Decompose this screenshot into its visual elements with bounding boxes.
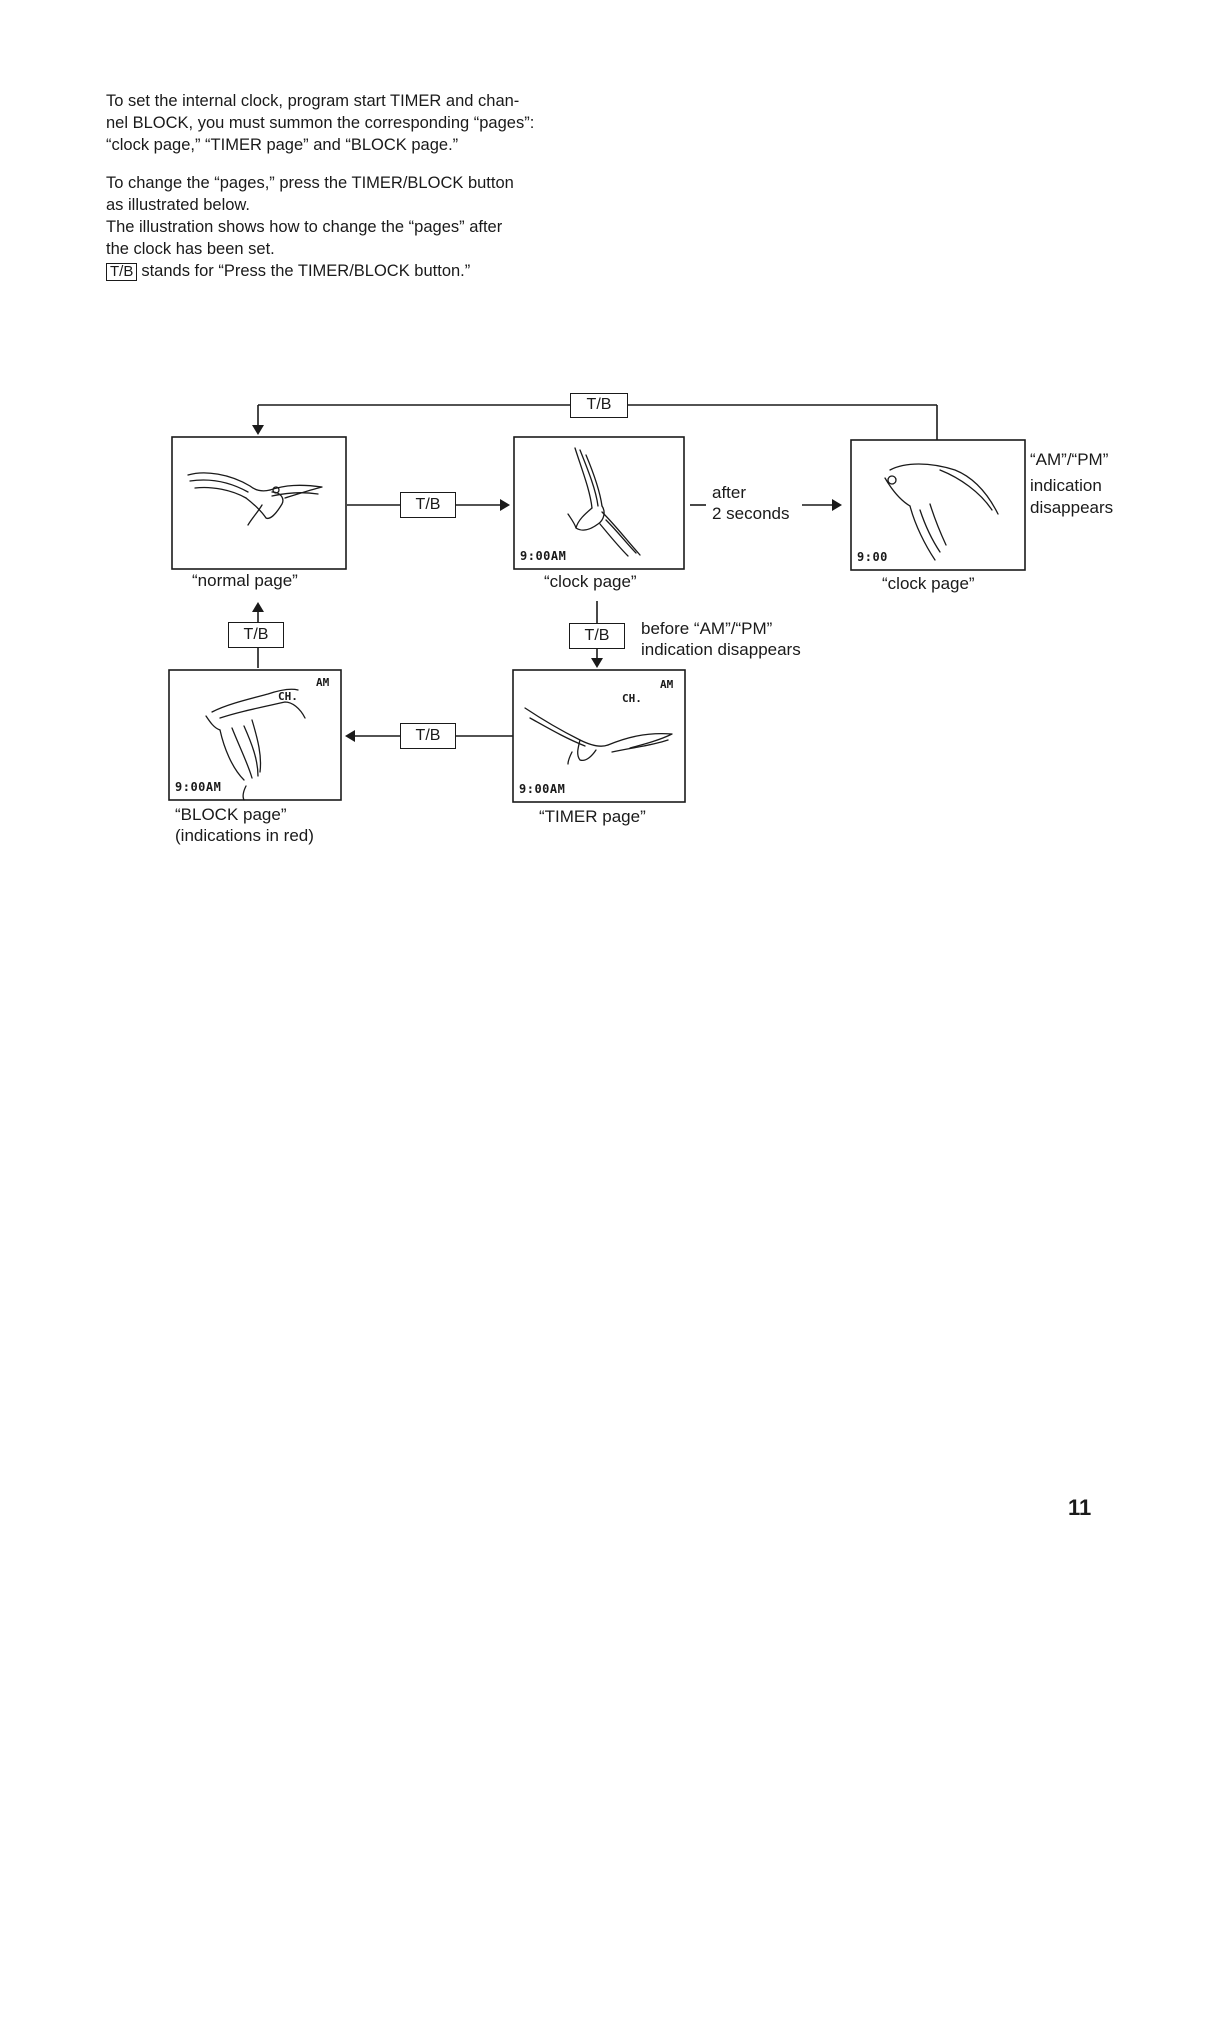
tb-key-clock-to-timer: T/B bbox=[569, 623, 625, 649]
screen-normal-page bbox=[171, 436, 347, 570]
intro-line: “clock page,” “TIMER page” and “BLOCK pa… bbox=[106, 136, 459, 154]
tb-key-legend-icon: T/B bbox=[106, 263, 138, 281]
note-disappears: disappears bbox=[1030, 498, 1114, 517]
tb-key-normal-to-clock: T/B bbox=[400, 492, 456, 518]
bird-illustration-icon bbox=[884, 463, 999, 561]
caption-timer-page: “TIMER page” bbox=[539, 807, 646, 826]
note-two-seconds: 2 seconds bbox=[712, 504, 790, 523]
caption-clock-page: “clock page” bbox=[544, 572, 637, 591]
note-indication: indication bbox=[1030, 476, 1102, 495]
screen-block-page bbox=[168, 669, 342, 801]
note-ampm: “AM”/“PM” bbox=[1030, 450, 1109, 469]
intro-paragraph-1: To set the internal clock, program start… bbox=[106, 90, 590, 156]
arrow-down-icon bbox=[252, 425, 264, 435]
intro-line: To change the “pages,” press the TIMER/B… bbox=[106, 174, 514, 192]
key-legend-text: stands for “Press the TIMER/BLOCK button… bbox=[141, 262, 471, 280]
clock-readout: 9:00AM bbox=[175, 780, 222, 794]
intro-line: nel BLOCK, you must summon the correspon… bbox=[106, 114, 535, 132]
clock-readout: 9:00AM bbox=[520, 549, 567, 563]
screen-timer-page bbox=[512, 669, 686, 803]
caption-normal-page: “normal page” bbox=[192, 571, 298, 590]
arrow-down-icon bbox=[591, 658, 603, 668]
tb-key-top: T/B bbox=[570, 393, 628, 418]
page-number: 11 bbox=[1068, 1495, 1092, 1520]
arrow-right-icon bbox=[832, 499, 842, 511]
tb-key-block-to-normal: T/B bbox=[228, 622, 284, 648]
caption-block-page: “BLOCK page” bbox=[175, 805, 287, 824]
bird-illustration-icon bbox=[567, 447, 641, 557]
note-indication-disappears: indication disappears bbox=[641, 640, 801, 659]
intro-line: as illustrated below. bbox=[106, 196, 250, 214]
note-before-ampm: before “AM”/“PM” bbox=[641, 619, 773, 638]
am-indicator: AM bbox=[316, 676, 330, 689]
intro-line: The illustration shows how to change the… bbox=[106, 218, 503, 236]
tb-key-timer-to-block: T/B bbox=[400, 723, 456, 749]
caption-block-page-note: (indications in red) bbox=[175, 826, 314, 845]
intro-paragraph-2: To change the “pages,” press the TIMER/B… bbox=[106, 172, 590, 282]
caption-clock-page: “clock page” bbox=[882, 574, 975, 593]
intro-line: To set the internal clock, program start… bbox=[106, 92, 520, 110]
note-after: after bbox=[712, 483, 747, 502]
screen-clock-page-1 bbox=[513, 436, 685, 570]
channel-indicator: CH. bbox=[622, 692, 642, 705]
clock-readout: 9:00 bbox=[857, 550, 888, 564]
clock-readout: 9:00AM bbox=[519, 782, 566, 796]
bird-illustration-icon bbox=[187, 472, 323, 526]
arrow-right-icon bbox=[500, 499, 510, 511]
am-indicator: AM bbox=[660, 678, 674, 691]
channel-indicator: CH. bbox=[278, 690, 298, 703]
bird-illustration-icon bbox=[524, 707, 673, 765]
intro-line: the clock has been set. bbox=[106, 240, 275, 258]
bird-illustration-icon bbox=[205, 688, 306, 801]
intro-text: To set the internal clock, program start… bbox=[106, 90, 590, 282]
arrow-up-icon bbox=[252, 602, 264, 612]
arrow-left-icon bbox=[345, 730, 355, 742]
